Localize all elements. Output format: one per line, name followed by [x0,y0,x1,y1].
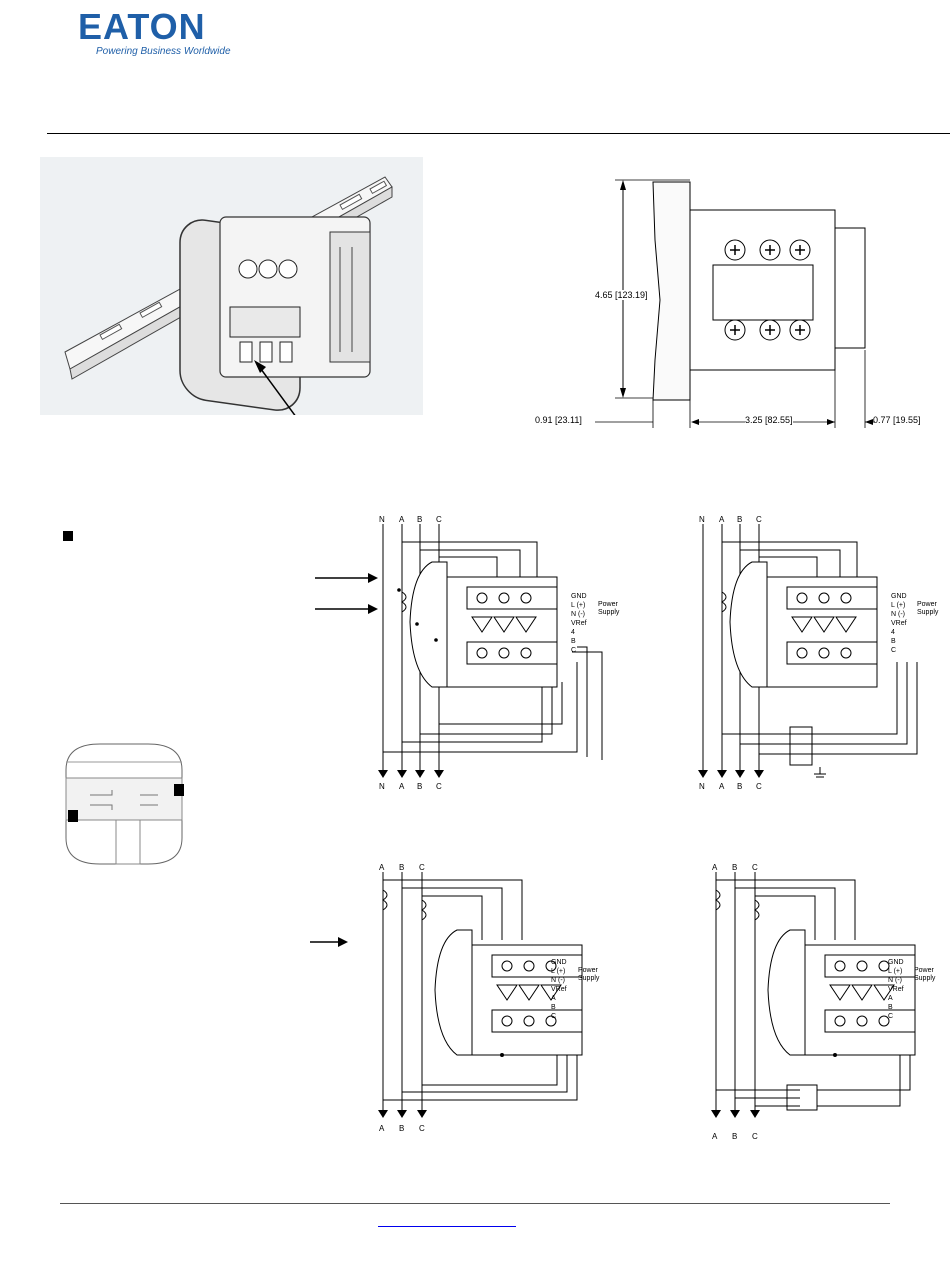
power-label: Power [917,601,937,608]
label-b: B [737,782,743,791]
diagram3-power-supply: Power Supply [578,967,599,983]
terminal-gnd: GND [888,959,904,966]
terminal-n: N (-) [891,611,905,618]
terminal-4: 4 [571,629,575,636]
label-c: C [419,863,425,872]
terminal-c: C [551,1013,557,1020]
din-rail-photo [40,157,423,426]
label-b: B [732,1132,738,1141]
label-n: N [379,782,385,791]
terminal-n: N (-) [888,977,902,984]
diagram2-power-supply: Power Supply [917,601,938,617]
eaton-logo: EATON Powering Business Worldwide [78,6,231,57]
logo-tagline: Powering Business Worldwide [96,46,231,57]
terminal-b: B [571,638,576,645]
terminal-4: 4 [891,629,895,636]
terminal-c: C [888,1013,894,1020]
terminal-a: A [551,995,556,1002]
label-n: N [379,515,385,524]
label-b: B [732,863,738,872]
device-rear-view [60,740,188,868]
terminal-n: N (-) [551,977,565,984]
label-c: C [752,863,758,872]
label-b: B [417,515,423,524]
power-label: Power [598,601,618,608]
terminal-l: L (+) [571,602,586,609]
supply-label: Supply [598,609,620,616]
power-label: Power [578,967,598,974]
terminal-l: L (+) [551,968,566,975]
label-a: A [379,1124,385,1133]
label-a: A [379,863,385,872]
bullet-square [63,531,73,541]
supply-label: Supply [914,975,936,982]
label-c: C [756,515,762,524]
supply-label: Supply [917,609,939,616]
terminal-c: C [571,647,577,654]
label-n: N [699,515,705,524]
terminal-a: A [888,995,893,1002]
label-a: A [719,782,725,791]
label-c: C [756,782,762,791]
terminal-vref: VRef [888,986,904,993]
terminal-vref: VRef [551,986,567,993]
terminal-gnd: GND [891,593,907,600]
wiring-diagram-3wire-pt [705,860,945,1140]
footer-link[interactable] [378,1214,516,1227]
diagram2-terminals: GND L (+) N (-) VRef 4 B C [891,592,907,655]
label-b: B [417,782,423,791]
logo-text: EATON [78,6,206,47]
terminal-gnd: GND [571,593,587,600]
terminal-gnd: GND [551,959,567,966]
supply-label: Supply [578,975,600,982]
terminal-vref: VRef [571,620,587,627]
diagram4-power-supply: Power Supply [914,967,935,983]
terminal-vref: VRef [891,620,907,627]
label-a: A [712,1132,718,1141]
terminal-b: B [888,1004,893,1011]
terminal-l: L (+) [888,968,903,975]
terminal-l: L (+) [891,602,906,609]
label-c: C [752,1132,758,1141]
dimension-body: 3.25 [82.55] [745,415,793,425]
label-c: C [436,782,442,791]
label-b: B [737,515,743,524]
diagram1-terminals: GND L (+) N (-) VRef 4 B C [571,592,587,655]
label-b: B [399,863,405,872]
label-n: N [699,782,705,791]
diagram4-terminals: GND L (+) N (-) VRef A B C [888,958,904,1021]
footer-rule [60,1203,890,1204]
label-a: A [399,782,405,791]
terminal-c: C [891,647,897,654]
dimension-rear: 0.77 [19.55] [873,415,921,425]
header-rule [47,133,950,134]
dimension-front: 0.91 [23.11] [535,415,582,425]
terminal-b: B [551,1004,556,1011]
diagram3-terminals: GND L (+) N (-) VRef A B C [551,958,567,1021]
label-c: C [436,515,442,524]
label-a: A [712,863,718,872]
wiring-diagram-3wire-direct [372,860,622,1140]
dimension-drawing: 4.65 [123.19] 0.91 [23.11] 3.25 [82.55] … [535,160,940,460]
dimension-height: 4.65 [123.19] [595,290,648,300]
terminal-n: N (-) [571,611,585,618]
label-a: A [719,515,725,524]
pointer-arrows [310,573,378,947]
label-c: C [419,1124,425,1133]
diagram1-power-supply: Power Supply [598,601,619,617]
wiring-diagram-4wire-direct [372,512,622,797]
wiring-diagram-4wire-pt [692,512,942,797]
terminal-b: B [891,638,896,645]
label-b: B [399,1124,405,1133]
power-label: Power [914,967,934,974]
label-a: A [399,515,405,524]
